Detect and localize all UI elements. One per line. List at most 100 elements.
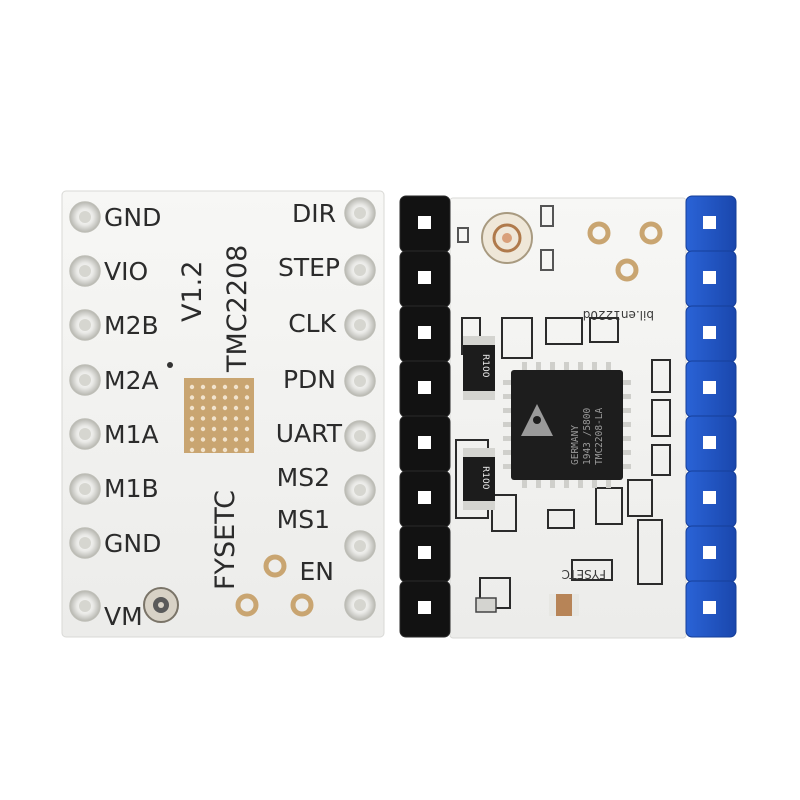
via (200, 416, 206, 421)
via (200, 426, 206, 432)
header-pin (703, 491, 716, 504)
pin-pad-hole (79, 483, 91, 495)
pin-pad-hole (354, 264, 366, 276)
board-bottom-side: GND VIO M2B M2A M1A M1B GND VM DIR STEP … (61, 190, 385, 638)
gold-pad (290, 593, 314, 617)
potentiometer-ring (492, 223, 522, 253)
chip-pins (503, 362, 631, 488)
via (244, 426, 250, 432)
via (189, 437, 195, 442)
pin-pad-hole (354, 319, 366, 331)
header-pin (418, 436, 431, 449)
pin-pad-hole (79, 537, 91, 549)
right-pin-pads (344, 197, 376, 621)
via (200, 384, 206, 390)
via (200, 395, 206, 400)
pin-pad-hole (79, 319, 91, 331)
via (233, 416, 239, 421)
via (233, 437, 239, 442)
pin-label: GND (104, 529, 161, 558)
via (244, 416, 250, 421)
gold-pad (587, 221, 611, 245)
gold-pad (235, 593, 259, 617)
pin-pad-hole (79, 265, 91, 277)
pin-label: STEP (278, 253, 340, 282)
gold-pad (615, 258, 639, 282)
chip-pin (621, 436, 631, 441)
via (244, 447, 250, 453)
potentiometer-center (502, 233, 512, 243)
pin-label: UART (276, 419, 343, 448)
via (200, 437, 206, 442)
pin-label: DIR (292, 199, 336, 228)
potentiometer-hole (158, 602, 164, 608)
version-label: V1.2 (177, 261, 208, 322)
resistor-label: R100 (480, 466, 490, 490)
chip-pin (503, 408, 513, 413)
chip-pin (578, 362, 583, 372)
brand-label: FYSETC (210, 490, 241, 590)
header-pin (703, 601, 716, 614)
pin-label: PDN (283, 365, 336, 394)
pin-pad-hole (354, 484, 366, 496)
resistor (463, 336, 495, 400)
chip-pin (621, 380, 631, 385)
via (211, 447, 217, 453)
pin-pad-hole (354, 599, 366, 611)
chip-pin (550, 362, 555, 372)
via (211, 384, 217, 390)
resistor-label: R100 (480, 354, 490, 378)
resistor-cap (463, 448, 495, 457)
chip-pin (503, 422, 513, 427)
via (233, 384, 239, 390)
header-pin (418, 271, 431, 284)
chip-pin (578, 478, 583, 488)
pin-pad-hole (354, 540, 366, 552)
via (222, 437, 228, 442)
via (244, 437, 250, 442)
black-pin-header (399, 195, 451, 638)
via (200, 447, 206, 453)
via-grid (189, 384, 250, 453)
capacitor-cap (572, 594, 579, 616)
gold-pad (639, 221, 663, 245)
via (222, 447, 228, 453)
header-pin (703, 216, 716, 229)
pin1-dot (167, 362, 173, 368)
pin-label: M1B (104, 474, 159, 503)
pin-label: M2A (104, 366, 159, 395)
pin-pad-hole (79, 211, 91, 223)
via (244, 384, 250, 390)
board-top-side: bil.en1220d R100 R100 (399, 195, 737, 639)
header-pin (703, 381, 716, 394)
chip-pin (536, 362, 541, 372)
via (189, 416, 195, 421)
via (244, 395, 250, 400)
resistor-cap (463, 336, 495, 345)
pot-pad (540, 205, 554, 227)
chip-pin (536, 478, 541, 488)
header-pin (418, 216, 431, 229)
pin-pad-hole (354, 430, 366, 442)
via (200, 405, 206, 411)
pin-label: GND (104, 203, 161, 232)
pin-label: MS1 (277, 505, 330, 534)
blue-pin-header (685, 195, 737, 638)
pin-label: M2B (104, 311, 159, 340)
header-pin (703, 271, 716, 284)
pin-pad-hole (79, 600, 91, 612)
chip-pin (621, 422, 631, 427)
driver-chip (511, 370, 623, 480)
via (211, 437, 217, 442)
chip-marking: TMC2208-LA (594, 408, 605, 465)
capacitor (549, 594, 579, 616)
header-pin (418, 601, 431, 614)
via (189, 384, 195, 390)
via (233, 447, 239, 453)
header-pin (418, 381, 431, 394)
pin-label: EN (300, 557, 335, 586)
chip-pin (564, 362, 569, 372)
resistor-cap (463, 501, 495, 510)
chip-pin (592, 478, 597, 488)
thermal-pad (184, 378, 254, 453)
